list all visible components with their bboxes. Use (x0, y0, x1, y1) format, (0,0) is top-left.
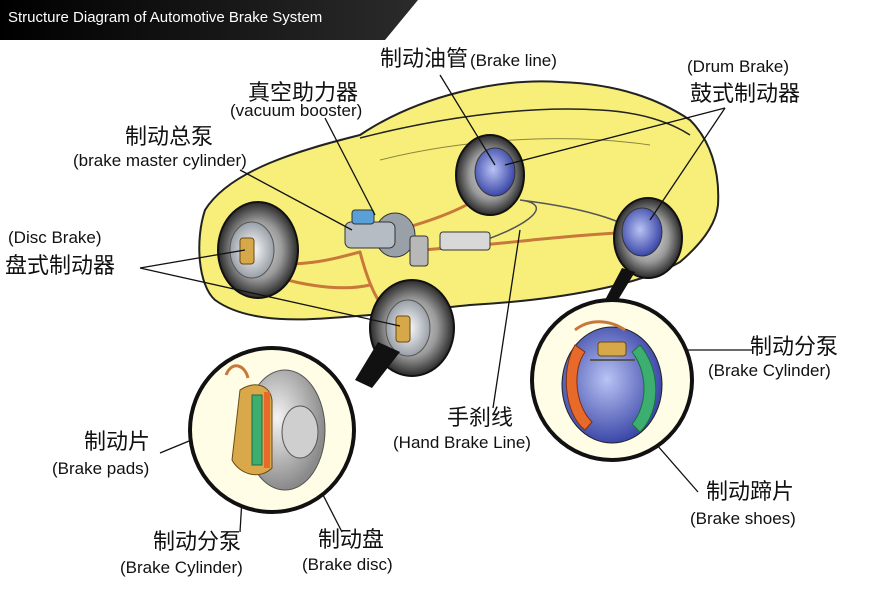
label-hand-brake-en: (Hand Brake Line) (393, 433, 531, 452)
master-cylinder-assembly (344, 209, 491, 267)
rear-left-wheel (455, 134, 525, 216)
label-brake-disc-en: (Brake disc) (302, 555, 393, 574)
label-vacuum-booster-en: (vacuum booster) (230, 101, 363, 120)
label-drum-brake-en: (Drum Brake) (687, 57, 790, 76)
drum-brake-zoom (530, 298, 694, 462)
label-brake-cylinder-left-en: (Brake Cylinder) (120, 558, 243, 577)
page-title: Structure Diagram of Automotive Brake Sy… (8, 9, 323, 26)
label-drum-brake-zh: 鼓式制动器 (690, 82, 801, 107)
label-brake-cylinder-left-zh: 制动分泵 (153, 530, 242, 555)
label-disc-brake-en: (Disc Brake) (8, 228, 102, 247)
front-left-wheel (217, 201, 299, 299)
label-master-cylinder-en: (brake master cylinder) (73, 151, 247, 170)
label-brake-disc-zh: 制动盘 (318, 528, 385, 553)
label-brake-pads-zh: 制动片 (84, 430, 151, 455)
title-banner (0, 0, 418, 40)
label-hand-brake-zh: 手刹线 (447, 406, 514, 431)
label-brake-shoes-en: (Brake shoes) (690, 509, 796, 528)
label-vacuum-booster-zh: 真空助力器 (248, 81, 359, 106)
label-disc-brake-zh: 盘式制动器 (5, 254, 116, 279)
disc-brake-zoom (188, 346, 356, 514)
label-brake-line-zh: 制动油管 (380, 47, 469, 72)
label-brake-cylinder-right-en: (Brake Cylinder) (708, 361, 831, 380)
label-brake-shoes-zh: 制动蹄片 (706, 480, 795, 505)
rear-right-wheel (613, 197, 683, 279)
label-brake-cylinder-right-zh: 制动分泵 (750, 335, 839, 360)
label-master-cylinder-zh: 制动总泵 (125, 125, 214, 150)
label-brake-pads-en: (Brake pads) (52, 459, 150, 478)
disc-zoom-wedge (355, 342, 400, 388)
label-brake-line-en: (Brake line) (470, 51, 557, 70)
drum-zoom-wedge (605, 268, 635, 300)
